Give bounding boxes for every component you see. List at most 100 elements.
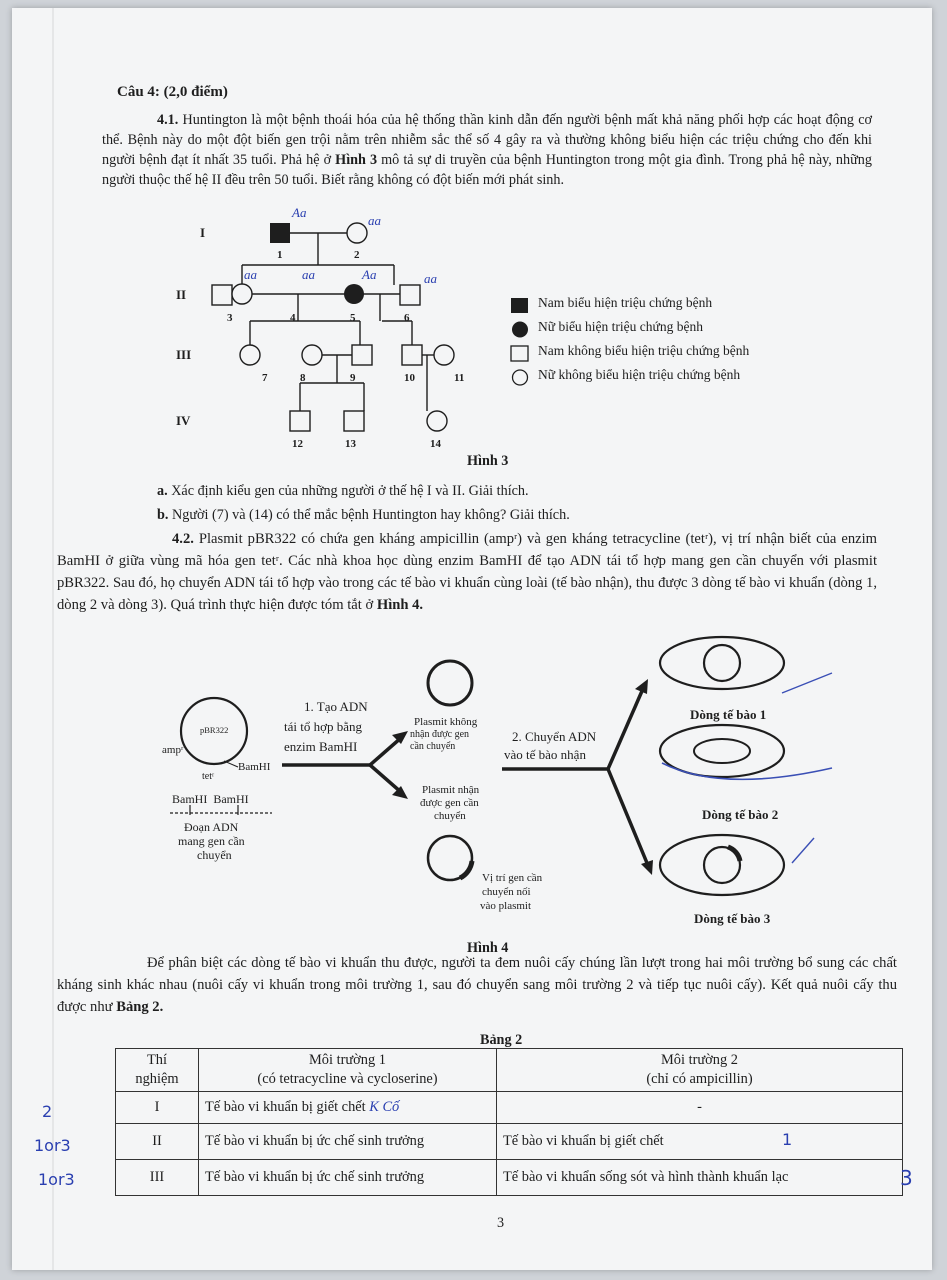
legend-empty-square-icon — [510, 345, 529, 362]
cell-line-2-label: Dòng tế bào 2 — [702, 807, 778, 822]
num-10: 10 — [404, 372, 416, 384]
legend-label-3: Nam không biểu hiện triệu chứng bệnh — [538, 343, 750, 358]
header-env1-line1: Môi trường 1 — [309, 1052, 386, 1068]
num-4: 4 — [290, 312, 296, 324]
page-fold — [52, 8, 54, 1270]
num-5: 5 — [350, 312, 356, 324]
legend-filled-square-icon — [511, 298, 528, 313]
individual-6 — [399, 284, 421, 306]
row3-env1: Tế bào vi khuẩn bị ức chế sinh trưởng — [198, 1159, 497, 1196]
hand-genotype-1: Aa — [291, 205, 307, 220]
gen-label-1: I — [200, 225, 205, 240]
cell-line-3-label: Dòng tế bào 3 — [694, 911, 771, 926]
row1-exp: I — [115, 1091, 199, 1124]
dna-segment-line2: mang gen cần — [178, 834, 245, 848]
row3-exp: III — [115, 1159, 199, 1196]
step1-line3: enzim BamHI — [284, 739, 357, 754]
hand-row1-note: K Cố — [369, 1099, 400, 1115]
row2-env2: Tế bào vi khuẩn bị giết chết — [496, 1123, 903, 1160]
individual-7 — [239, 344, 261, 366]
bamhi-label: BamHI — [238, 761, 271, 773]
p41-text-end: mô tả sự di truyền của bệnh Huntington t… — [102, 152, 872, 188]
gen-label-4: IV — [176, 413, 191, 428]
label-4-1: 4.1. — [157, 112, 179, 128]
gene-site-line1: Vị trí gen cần — [482, 872, 543, 884]
with-gene-line2: được gen cần — [420, 797, 479, 809]
hand-genotype-3: aa — [244, 267, 258, 282]
plasmid-pbr322 — [179, 696, 249, 766]
with-gene-line1: Plasmit nhận — [422, 784, 480, 796]
row2-exp: II — [115, 1123, 199, 1160]
hand-row1-left: 2 — [42, 1102, 53, 1121]
pedigree-chart: I II III IV 1 2 3 4 5 6 7 8 9 10 11 12 1… — [176, 205, 464, 450]
label-4-2: 4.2. — [172, 531, 194, 547]
tet-label: tetʳ — [202, 771, 215, 782]
individual-2 — [346, 222, 368, 244]
gen-label-2: II — [176, 287, 186, 302]
row1-env1-text: Tế bào vi khuẩn bị giết chết — [205, 1099, 366, 1115]
hand-genotype-2: aa — [368, 213, 382, 228]
num-9: 9 — [350, 372, 356, 384]
figure-4-caption: Hình 4 — [467, 940, 509, 956]
legend-empty-circle-icon — [511, 369, 529, 386]
plasmid-with-gene — [426, 834, 474, 882]
num-14: 14 — [430, 438, 442, 450]
arrow-head-up-1 — [392, 731, 408, 744]
num-13: 13 — [345, 438, 357, 450]
num-1: 1 — [277, 249, 283, 261]
p43-table-ref: Bảng 2. — [116, 999, 164, 1015]
header-exp-line1: Thí — [147, 1052, 167, 1068]
plasmid-label: pBR322 — [200, 725, 228, 735]
individual-12 — [289, 410, 311, 432]
table-row: III Tế bào vi khuẩn bị ức chế sinh trưởn… — [115, 1159, 903, 1196]
step2-line2: vào tế bào nhận — [504, 747, 586, 762]
hand-genotype-6: aa — [424, 271, 438, 286]
row1-env1: Tế bào vi khuẩn bị giết chết K Cố — [198, 1091, 497, 1124]
bamhi-pair-label: BamHI BamHI — [172, 792, 249, 806]
qb-label: b. — [157, 507, 169, 523]
table-2-caption: Bảng 2 — [480, 1032, 523, 1048]
header-env2: Môi trường 2(chỉ có ampicillin) — [496, 1048, 903, 1092]
table-row: II Tế bào vi khuẩn bị ức chế sinh trưởng… — [115, 1123, 903, 1160]
qa-text: Xác định kiểu gen của những người ở thế … — [171, 483, 529, 499]
arrow-head-down-1 — [392, 786, 408, 799]
num-3: 3 — [227, 312, 233, 324]
individual-3 — [211, 284, 233, 306]
num-7: 7 — [262, 372, 268, 384]
num-2: 2 — [354, 249, 360, 261]
header-env1-line2: (có tetracycline và cycloserine) — [257, 1071, 438, 1087]
hand-row3-left: 1or3 — [38, 1170, 75, 1189]
dna-segment-line3: chuyển — [197, 848, 232, 862]
hand-row2-right: 1 — [782, 1130, 793, 1149]
header-env2-line2: (chỉ có ampicillin) — [646, 1071, 753, 1087]
p42-fig-ref: Hình 4. — [376, 597, 424, 613]
num-11: 11 — [454, 372, 464, 384]
p41-text: Huntington là một bệnh thoái hóa của hệ … — [102, 112, 873, 168]
step1-line1: 1. Tạo ADN — [304, 699, 368, 714]
gene-site-line3: vào plasmit — [480, 900, 531, 912]
cell-line-1 — [658, 635, 786, 691]
hand-genotype-4: aa — [302, 267, 316, 282]
individual-14 — [426, 410, 448, 432]
hand-genotype-5: Aa — [361, 267, 377, 282]
paragraph-4-2: 4.2. Plasmit pBR322 có chứa gen kháng am… — [57, 528, 877, 616]
hand-row3-right: 3 — [900, 1166, 913, 1190]
step2-line1: 2. Chuyển ADN — [512, 729, 597, 744]
arrow-head-up-2 — [635, 679, 648, 694]
section-title: Câu 4: (2,0 điểm) — [117, 84, 228, 100]
exam-page: Câu 4: (2,0 điểm) 4.1. Huntington là một… — [12, 8, 932, 1270]
no-gene-line2: nhận được gen — [410, 729, 469, 740]
qb-text: Người (7) và (14) có thể mắc bệnh Huntin… — [171, 507, 570, 523]
p41-fig-ref: Hình 3 — [335, 152, 378, 168]
arrow-head-down-2 — [641, 860, 653, 875]
cell-line-1-label: Dòng tế bào 1 — [690, 707, 766, 722]
question-b: b. Người (7) và (14) có thể mắc bệnh Hun… — [157, 505, 857, 525]
individual-8 — [301, 344, 323, 366]
no-gene-line3: cần chuyển — [410, 741, 455, 752]
num-8: 8 — [300, 372, 306, 384]
cell-line-2 — [658, 723, 786, 779]
individual-11 — [433, 344, 455, 366]
